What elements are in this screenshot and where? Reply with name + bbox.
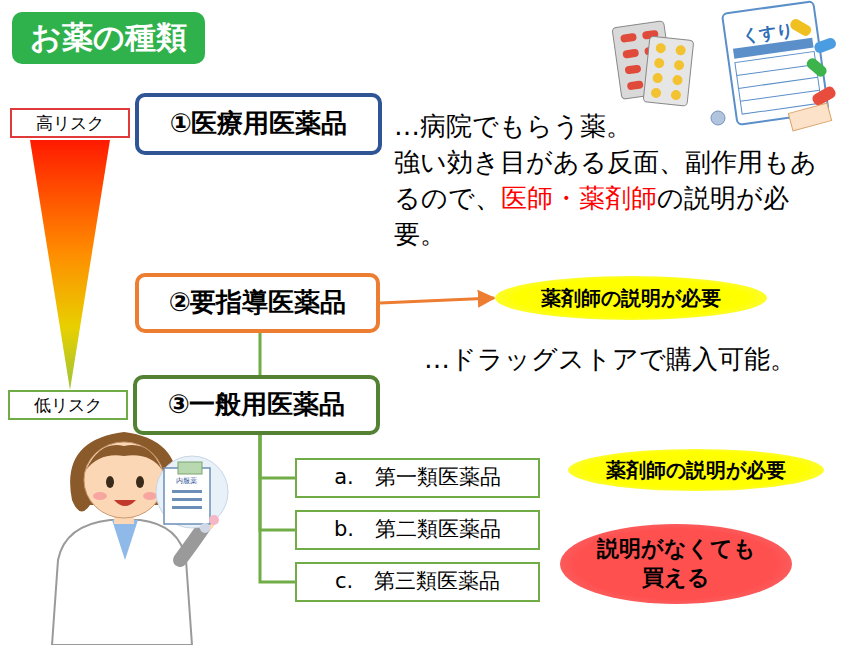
risk-gradient-cone bbox=[30, 140, 110, 390]
node-text: 薬剤師の説明が必要 bbox=[606, 458, 786, 482]
category-box: ③一般用医薬品 bbox=[133, 375, 380, 435]
blister-mini bbox=[178, 462, 202, 474]
node-text: b. 第二類医薬品 bbox=[334, 517, 501, 542]
risk-label-box: 低リスク bbox=[8, 390, 128, 420]
tablet bbox=[209, 515, 219, 525]
bracket-connector bbox=[260, 435, 295, 530]
category-box: ②要指導医薬品 bbox=[135, 273, 380, 333]
description-text: …病院でもらう薬。強い効き目がある反面、副作用もあるので、医師・薬剤師の説明が必… bbox=[394, 108, 819, 252]
category-box: ①医療用医薬品 bbox=[135, 93, 382, 155]
node-text: ③一般用医薬品 bbox=[167, 389, 345, 420]
note-ellipse: 説明がなくても 買える bbox=[560, 524, 792, 604]
packet-line bbox=[172, 506, 202, 509]
bag-outline bbox=[722, 1, 829, 125]
description-line: …病院でもらう薬。 bbox=[394, 108, 819, 144]
medicine-bag bbox=[711, 1, 837, 131]
eye bbox=[136, 476, 144, 488]
blister-packs bbox=[612, 21, 694, 106]
packet-label: 内服薬 bbox=[176, 476, 197, 486]
fringe bbox=[86, 445, 162, 470]
packet-halo bbox=[156, 456, 228, 528]
node-text: 説明がなくても 買える bbox=[594, 535, 759, 592]
packet-line bbox=[172, 498, 202, 501]
note-text: …ドラッグストアで購入可能。 bbox=[424, 342, 796, 377]
node-text: 高リスク bbox=[36, 113, 104, 133]
risk-label-box: 高リスク bbox=[10, 108, 130, 138]
bag-table-line bbox=[737, 64, 816, 75]
node-text: a. 第一類医薬品 bbox=[334, 465, 501, 490]
node-text: 薬剤師の説明が必要 bbox=[541, 286, 721, 310]
note-ellipse: 薬剤師の説明が必要 bbox=[568, 449, 824, 491]
subcategory-box: b. 第二類医薬品 bbox=[295, 510, 540, 550]
mouth bbox=[114, 500, 136, 506]
capsule bbox=[805, 56, 829, 79]
subcategory-box: c. 第三類医薬品 bbox=[295, 562, 540, 602]
arrow-connector bbox=[380, 298, 494, 303]
cheek bbox=[143, 492, 157, 500]
eye bbox=[106, 476, 114, 488]
node-text: ①医療用医薬品 bbox=[169, 108, 347, 139]
bag-table-line bbox=[739, 77, 818, 88]
medicine-packet bbox=[164, 468, 210, 524]
powder-packet bbox=[788, 103, 831, 131]
white-coat bbox=[52, 520, 192, 645]
bag-title: くすり bbox=[741, 19, 795, 49]
node-text: ②要指導医薬品 bbox=[168, 287, 346, 318]
face bbox=[84, 442, 164, 518]
subcategory-box: a. 第一類医薬品 bbox=[295, 458, 540, 498]
note-ellipse: 薬剤師の説明が必要 bbox=[495, 276, 767, 320]
bracket-connector bbox=[260, 435, 295, 478]
node-text: c. 第三類医薬品 bbox=[335, 569, 500, 594]
yellow-tablets bbox=[651, 43, 687, 101]
packet-line bbox=[172, 490, 202, 493]
pharmacist-figure bbox=[52, 432, 228, 645]
tablet bbox=[711, 111, 725, 125]
node-text: 低リスク bbox=[34, 395, 102, 415]
bag-table-line bbox=[740, 90, 819, 101]
highlight-text: 医師・薬剤師 bbox=[501, 183, 657, 213]
description-paragraph: 強い効き目がある反面、副作用もあるので、医師・薬剤師の説明が必要。 bbox=[394, 144, 819, 252]
capsule bbox=[813, 37, 837, 55]
tablet bbox=[200, 523, 210, 533]
page-title: お薬の種類 bbox=[12, 12, 205, 64]
blister-sheet bbox=[643, 36, 694, 106]
bracket-connector bbox=[260, 435, 295, 582]
cheek bbox=[93, 492, 107, 500]
shirt-collar bbox=[112, 520, 138, 560]
blister-pack bbox=[643, 36, 694, 106]
